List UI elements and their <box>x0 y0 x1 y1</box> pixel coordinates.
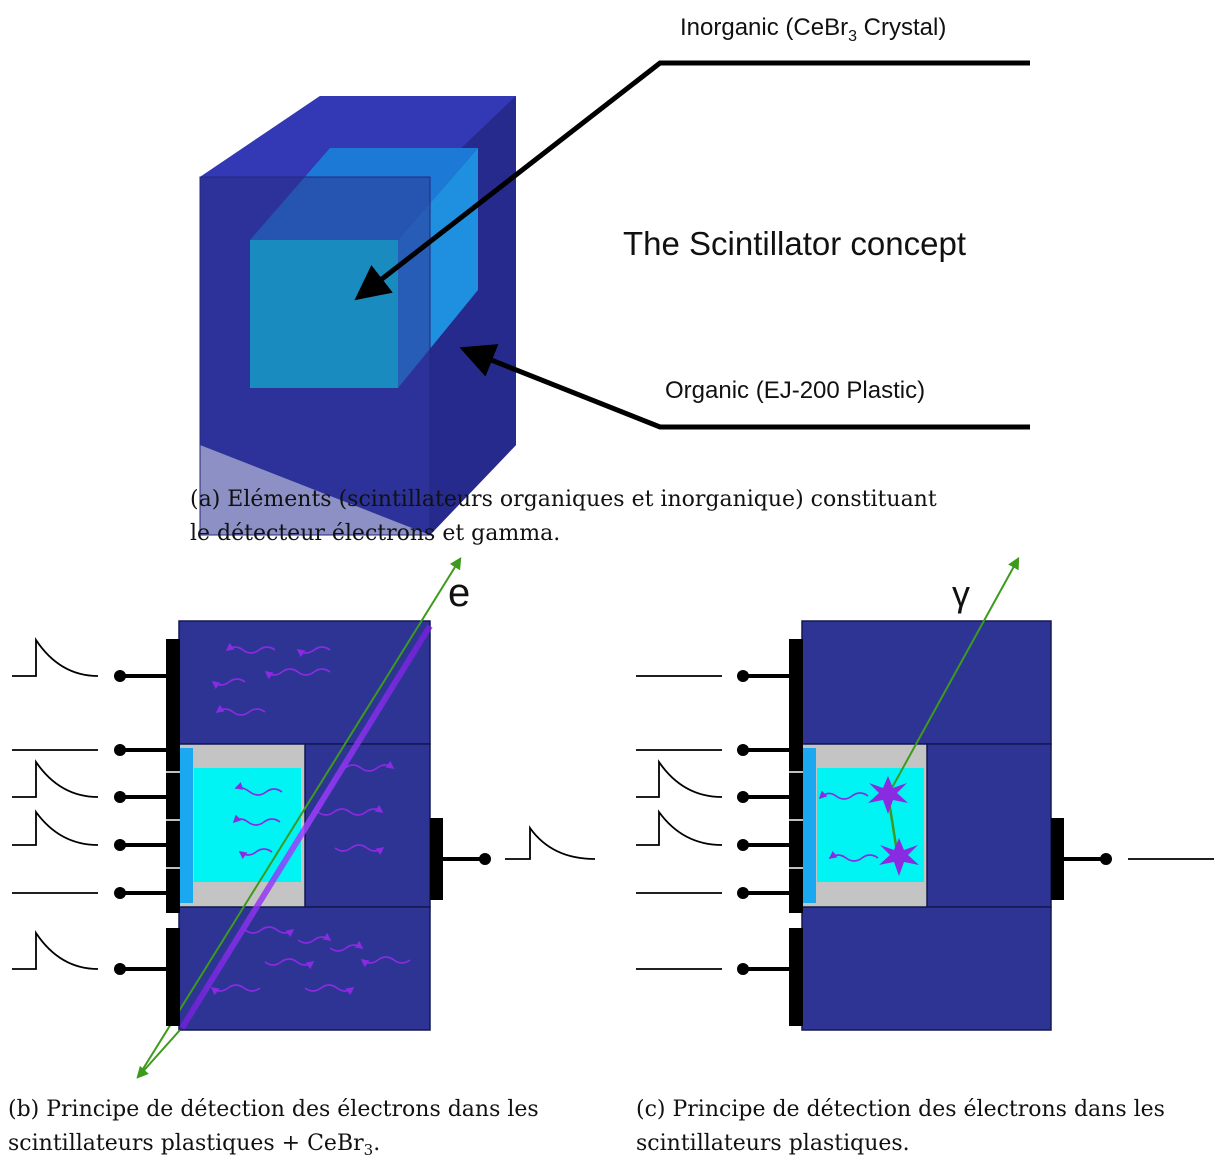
caption-b: (b) Principe de détection des électrons … <box>8 1097 539 1122</box>
caption-c: (c) Principe de détection des électrons … <box>636 1097 1165 1122</box>
gamma-label: γ <box>952 573 970 614</box>
interaction-star <box>868 776 908 814</box>
gamma-track <box>887 556 1020 796</box>
interaction-star <box>879 838 919 876</box>
cebr3-crystal <box>817 768 924 882</box>
electron-track-start <box>136 1029 181 1079</box>
plastic-middle-right <box>304 743 431 908</box>
scintillation-photons <box>818 790 879 862</box>
inorganic-leader-line <box>354 60 1030 301</box>
svg-text:Organic (EJ-200 Plastic): Organic (EJ-200 Plastic) <box>665 377 925 404</box>
caption-a-line2: le détecteur électrons et gamma. <box>190 521 560 546</box>
photodetector-right <box>1051 818 1214 900</box>
plastic-bottom <box>801 906 1052 1031</box>
plastic-top <box>178 620 431 745</box>
caption-c-line2: scintillateurs plastiques. <box>636 1131 910 1156</box>
signal-trace-right <box>505 825 596 860</box>
signal-traces-left <box>12 637 99 970</box>
concept-title: The Scintillator concept <box>623 225 966 262</box>
plastic-middle-right <box>926 743 1052 908</box>
electron-beam-glow <box>179 624 433 1030</box>
scintillator-cube <box>199 96 516 536</box>
photodetectors-left <box>114 639 180 1026</box>
light-guide <box>180 748 193 903</box>
svg-text:Inorganic (CeBr3 Crystal): Inorganic (CeBr3 Crystal) <box>680 14 946 45</box>
panel-c: γ <box>636 556 1214 1156</box>
light-guide <box>803 748 816 903</box>
ej200-plastic <box>199 176 431 536</box>
panel-b: e <box>8 556 596 1159</box>
organic-leader-line <box>459 344 1030 430</box>
panel-a: Inorganic (CeBr3 Crystal) The Scintillat… <box>190 14 1030 546</box>
photodetector-right <box>430 818 596 900</box>
label-organic: Organic (EJ-200 Plastic) <box>459 344 1030 430</box>
signal-traces-left <box>636 675 723 970</box>
electron-label: e <box>448 571 470 615</box>
caption-a: (a) Eléments (scintillateurs organiques … <box>190 487 937 512</box>
photodetectors-left <box>737 639 803 1026</box>
scintillation-photons <box>210 642 411 996</box>
caption-b-line2: scintillateurs plastiques + CeBr3. <box>8 1131 380 1159</box>
electron-track <box>137 556 462 1078</box>
label-inorganic: Inorganic (CeBr3 Crystal) <box>354 14 1030 301</box>
